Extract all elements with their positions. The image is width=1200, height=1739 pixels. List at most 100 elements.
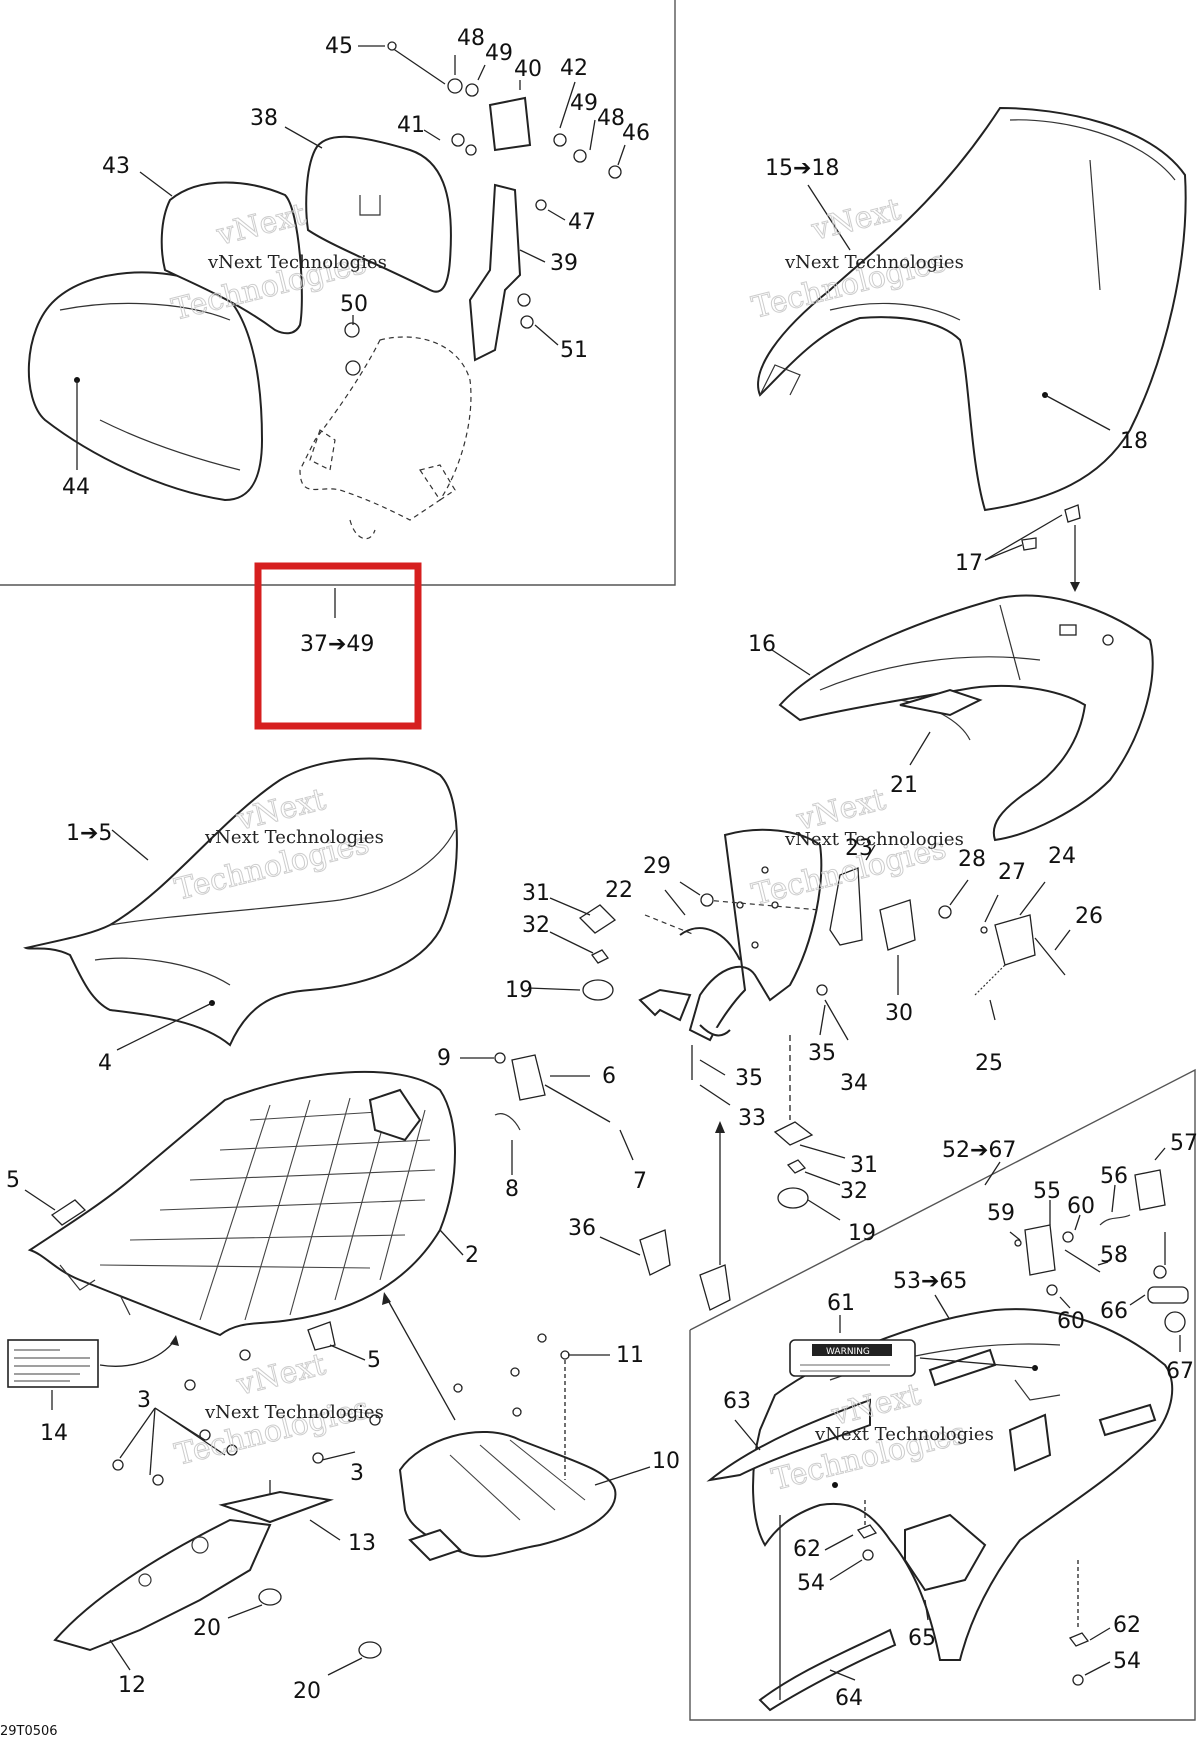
label-40: 40 bbox=[514, 57, 542, 82]
label-22: 22 bbox=[605, 878, 633, 903]
label-5a: 5 bbox=[6, 1168, 20, 1193]
watermark-captions: vNext Technologies vNext Technologies vN… bbox=[204, 252, 994, 1445]
label-31b: 31 bbox=[850, 1153, 878, 1178]
label-60a: 60 bbox=[1067, 1194, 1095, 1219]
label-62b: 62 bbox=[1113, 1613, 1141, 1638]
label-8: 8 bbox=[505, 1177, 519, 1202]
label-20b: 20 bbox=[293, 1679, 321, 1704]
backrest-pad-43 bbox=[160, 181, 303, 335]
label-plate-14 bbox=[7, 1339, 99, 1388]
label-63: 63 bbox=[723, 1389, 751, 1414]
label-10: 10 bbox=[652, 1449, 680, 1474]
label-62a: 62 bbox=[793, 1537, 821, 1562]
label-48a: 48 bbox=[457, 26, 485, 51]
label-57: 57 bbox=[1170, 1131, 1198, 1156]
label-9: 9 bbox=[437, 1046, 451, 1071]
label-14: 14 bbox=[40, 1421, 68, 1446]
passenger-seat-cushion-18 bbox=[757, 106, 1187, 512]
svg-text:WARNING: WARNING bbox=[826, 1347, 870, 1357]
svg-text:vNext Technologies: vNext Technologies bbox=[204, 1402, 384, 1423]
label-7: 7 bbox=[633, 1169, 647, 1194]
svg-text:vNext Technologies: vNext Technologies bbox=[207, 252, 387, 273]
label-24: 24 bbox=[1048, 844, 1076, 869]
label-58: 58 bbox=[1100, 1243, 1128, 1268]
grommets-3 bbox=[112, 1349, 381, 1486]
seat-base-16 bbox=[778, 594, 1154, 842]
label-12: 12 bbox=[118, 1673, 146, 1698]
group-label-rear: 52➔67 bbox=[942, 1138, 1016, 1163]
label-59: 59 bbox=[987, 1201, 1015, 1226]
label-51: 51 bbox=[560, 338, 588, 363]
label-33: 33 bbox=[738, 1106, 766, 1131]
label-29: 29 bbox=[643, 854, 671, 879]
label-19b: 19 bbox=[848, 1221, 876, 1246]
label-60b: 60 bbox=[1057, 1309, 1085, 1334]
backrest-frame-38 bbox=[305, 135, 452, 293]
highlight-box[interactable] bbox=[254, 562, 422, 730]
label-30: 30 bbox=[885, 1001, 913, 1026]
label-27: 27 bbox=[998, 860, 1026, 885]
label-4: 4 bbox=[98, 1051, 112, 1076]
label-32b: 32 bbox=[840, 1179, 868, 1204]
bracket-39 bbox=[468, 183, 522, 362]
label-42: 42 bbox=[560, 56, 588, 81]
plate-10 bbox=[398, 1431, 617, 1558]
label-6: 6 bbox=[602, 1064, 616, 1089]
label-49b: 49 bbox=[570, 91, 598, 116]
label-44: 44 bbox=[62, 475, 90, 500]
label-13: 13 bbox=[348, 1531, 376, 1556]
label-66: 66 bbox=[1100, 1299, 1128, 1324]
label-25: 25 bbox=[975, 1051, 1003, 1076]
center-bracket-22 bbox=[638, 828, 823, 1042]
driver-seat-cushion bbox=[23, 757, 458, 1051]
plate-13 bbox=[218, 1490, 334, 1524]
label-49a: 49 bbox=[485, 41, 513, 66]
label-11: 11 bbox=[616, 1343, 644, 1368]
label-20a: 20 bbox=[193, 1616, 221, 1641]
svg-text:vNext Technologies: vNext Technologies bbox=[204, 827, 384, 848]
label-2: 2 bbox=[465, 1243, 479, 1268]
passenger-seat bbox=[757, 106, 1187, 512]
group-label-rear-sub: 53➔65 bbox=[893, 1269, 967, 1294]
figure-code: 29T0506 bbox=[0, 1724, 58, 1739]
label-35b: 35 bbox=[735, 1066, 763, 1091]
label-45: 45 bbox=[325, 34, 353, 59]
svg-text:vNext Technologies: vNext Technologies bbox=[784, 252, 964, 273]
label-17: 17 bbox=[955, 551, 983, 576]
driver-seat-cushion-4 bbox=[23, 757, 458, 1047]
group-label-backrest: 37➔49 bbox=[300, 632, 374, 657]
label-64: 64 bbox=[835, 1686, 863, 1711]
label-54a: 54 bbox=[797, 1571, 825, 1596]
label-16: 16 bbox=[748, 632, 776, 657]
label-67: 67 bbox=[1166, 1359, 1194, 1384]
svg-text:vNext Technologies: vNext Technologies bbox=[814, 1424, 994, 1445]
warning-label-61: WARNING bbox=[789, 1339, 1036, 1377]
label-35a: 35 bbox=[808, 1041, 836, 1066]
group-label-passenger: 15➔18 bbox=[765, 156, 839, 181]
label-61: 61 bbox=[827, 1291, 855, 1316]
label-26: 26 bbox=[1075, 904, 1103, 929]
plate-12 bbox=[53, 1518, 272, 1652]
rear-seat-base bbox=[752, 1308, 1174, 1661]
label-21: 21 bbox=[890, 773, 918, 798]
label-23: 23 bbox=[845, 836, 873, 861]
label-38: 38 bbox=[250, 106, 278, 131]
plate-40 bbox=[488, 96, 532, 152]
group-label-driver: 1➔5 bbox=[66, 821, 112, 846]
label-28: 28 bbox=[958, 847, 986, 872]
label-31a: 31 bbox=[522, 881, 550, 906]
label-5b: 5 bbox=[367, 1348, 381, 1373]
label-39: 39 bbox=[550, 251, 578, 276]
label-36: 36 bbox=[568, 1216, 596, 1241]
seat-base-2 bbox=[27, 1070, 456, 1337]
svg-text:vNext Technologies: vNext Technologies bbox=[784, 829, 964, 850]
label-3b: 3 bbox=[350, 1461, 364, 1486]
label-46: 46 bbox=[622, 121, 650, 146]
label-3a: 3 bbox=[137, 1388, 151, 1413]
label-56: 56 bbox=[1100, 1164, 1128, 1189]
label-32a: 32 bbox=[522, 913, 550, 938]
label-19a: 19 bbox=[505, 978, 533, 1003]
label-18: 18 bbox=[1120, 429, 1148, 454]
